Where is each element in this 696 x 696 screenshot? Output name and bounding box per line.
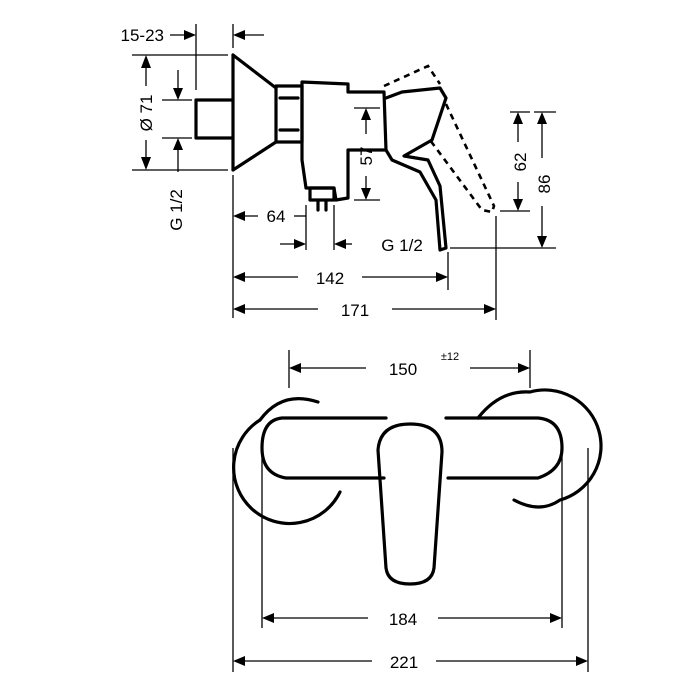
wall-flange — [231, 53, 278, 172]
lever-solid — [384, 86, 448, 252]
lever-front — [376, 422, 444, 586]
coupling-nut — [274, 84, 304, 144]
right-escutcheon — [476, 388, 603, 509]
front-view: 150 ±12 184 221 — [232, 350, 603, 672]
dim-outlet-thread: G 1/2 — [381, 236, 423, 255]
side-view: 15-23 Ø 71 G 1/2 64 G 1/2 — [121, 24, 556, 320]
left-escutcheon — [232, 418, 342, 526]
dim-inlet-thread: G 1/2 — [167, 189, 186, 231]
outlet-nozzle — [308, 186, 336, 212]
dim-lever-mid: 62 — [511, 153, 530, 172]
dim-inlet-tolerance: ±12 — [441, 351, 459, 363]
dim-lever-outer: 86 — [535, 175, 554, 194]
dim-inlet-spacing: 150 — [389, 360, 417, 379]
lever-dashed — [383, 64, 496, 214]
dim-outlet-offset: 64 — [267, 207, 286, 226]
mixer-body — [300, 80, 388, 202]
dim-wall-range: 15-23 — [121, 26, 164, 45]
dim-depth-total: 171 — [341, 301, 369, 320]
wall-pipe — [194, 98, 235, 140]
dim-body-width: 184 — [389, 610, 417, 629]
dim-lever-inner: 57 — [357, 147, 376, 166]
dim-depth-body: 142 — [316, 269, 344, 288]
dim-flange-dia: Ø 71 — [137, 95, 156, 132]
mixer-bar — [260, 416, 564, 480]
dim-overall-width: 221 — [390, 653, 418, 672]
